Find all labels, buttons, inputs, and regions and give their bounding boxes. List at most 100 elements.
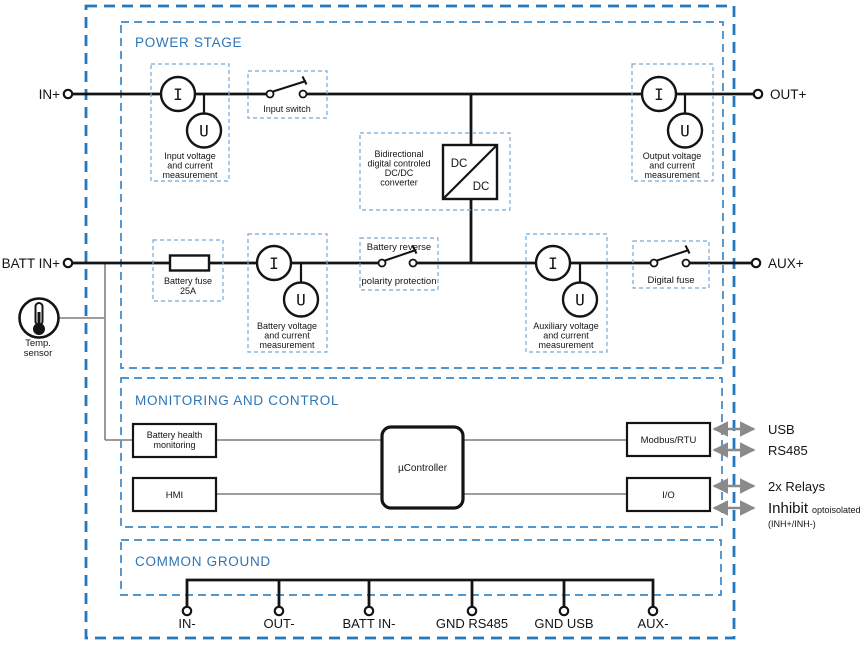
monitoring-title: MONITORING AND CONTROL	[135, 393, 339, 408]
auxiliary-current-symbol: I	[548, 254, 558, 273]
monitoring-box	[120, 377, 723, 528]
output-measurement-label-3: measurement	[644, 170, 700, 180]
out-plus-label: OUT+	[770, 87, 806, 102]
battery-health-block: Battery health monitoring	[131, 422, 218, 459]
battery-current-meter-icon	[255, 244, 293, 282]
dcdc-label-3: DC/DC	[385, 168, 414, 178]
aux-minus-terminal	[647, 605, 659, 617]
inhibit-label: Inhibit	[768, 500, 809, 517]
input-switch-contact-left	[265, 89, 275, 99]
gnd-usb-label: GND USB	[534, 616, 593, 631]
hmi-block: HMI	[131, 476, 218, 513]
hmi-label: HMI	[166, 490, 183, 501]
digital-fuse-contact-left	[649, 258, 659, 268]
auxiliary-measurement-label-1: Auxiliary voltage	[533, 321, 599, 331]
batt-in-minus-label: BATT IN-	[343, 616, 396, 631]
dcdc-dc-top-label: DC	[451, 158, 468, 170]
out-minus-terminal	[273, 605, 285, 617]
reverse-protection-group: Battery reverse polarity protection	[359, 237, 439, 291]
reverse-protection-box	[359, 237, 439, 291]
dcdc-label-1: Bidirectional	[374, 149, 423, 159]
input-voltage-symbol: U	[199, 122, 209, 141]
digital-fuse-label: Digital fuse	[648, 275, 695, 286]
in-plus-label: IN+	[39, 87, 61, 102]
temp-sensor-label-2: sensor	[24, 348, 53, 359]
gnd-rs485-label: GND RS485	[436, 616, 508, 631]
battery-health-box	[131, 422, 218, 459]
hmi-box	[131, 476, 218, 513]
batt-in-plus-terminal	[62, 257, 74, 269]
inhibit-pins-label: (INH+/INH-)	[768, 519, 816, 529]
io-box	[625, 476, 712, 513]
auxiliary-measurement-group: I U Auxiliary voltage and current measur…	[525, 233, 608, 353]
dcdc-converter-group: Bidirectional digital controled DC/DC co…	[359, 132, 511, 211]
common-ground-title: COMMON GROUND	[135, 554, 271, 569]
modbus-label: Modbus/RTU	[641, 435, 697, 446]
input-measurement-label-1: Input voltage	[164, 151, 216, 161]
temp-sensor-label-1: Temp.	[25, 338, 51, 349]
modbus-box	[625, 421, 712, 458]
dcdc-label-2: digital controled	[367, 159, 430, 169]
output-measurement-label-1: Output voltage	[643, 151, 702, 161]
batt-in-minus-terminal	[363, 605, 375, 617]
thermometer-bulb-icon	[33, 323, 45, 335]
common-ground-box	[120, 539, 722, 596]
inhibit-note-label: optoisolated	[812, 505, 861, 515]
reverse-protection-label-1: Battery reverse	[367, 242, 431, 253]
reverse-protection-contact-left	[377, 258, 387, 268]
gnd-usb-terminal	[558, 605, 570, 617]
dcdc-label-4: converter	[380, 178, 418, 188]
reverse-protection-contact-right	[408, 258, 418, 268]
aux-plus-terminal	[750, 257, 762, 269]
aux-minus-label: AUX-	[637, 616, 668, 631]
power-stage-box	[120, 21, 724, 369]
auxiliary-voltage-symbol: U	[575, 291, 585, 310]
battery-health-label-1: Battery health	[147, 430, 203, 440]
ground-bus	[185, 578, 655, 607]
digital-fuse-contact-right	[681, 258, 691, 268]
input-measurement-label-2: and current	[167, 161, 213, 171]
input-voltage-meter-icon	[185, 112, 223, 149]
digital-fuse-group: Digital fuse	[632, 240, 710, 289]
digital-fuse-box	[632, 240, 710, 289]
io-label: I/O	[662, 490, 675, 501]
reverse-protection-tick	[411, 245, 418, 254]
in-plus-terminal	[62, 88, 74, 100]
auxiliary-measurement-box	[525, 233, 608, 353]
reverse-protection-lever	[384, 249, 417, 262]
battery-measurement-label-3: measurement	[259, 340, 315, 350]
battery-measurement-group: I U Battery voltage and current measurem…	[247, 233, 328, 353]
dcdc-symbol-diagonal	[443, 145, 497, 199]
ucontroller-box	[380, 425, 465, 510]
battery-voltage-symbol: U	[296, 291, 306, 310]
io-block: I/O	[625, 476, 712, 513]
input-measurement-group: I U Input voltage and current measuremen…	[150, 63, 230, 182]
relays-label: 2x Relays	[768, 479, 826, 494]
input-switch-tick	[301, 76, 308, 85]
output-voltage-symbol: U	[680, 122, 690, 141]
auxiliary-measurement-label-3: measurement	[538, 340, 594, 350]
dcdc-dc-bottom-label: DC	[473, 181, 490, 193]
modbus-block: Modbus/RTU	[625, 421, 712, 458]
ucontroller-block: µController	[380, 425, 465, 510]
output-measurement-group: I U Output voltage and current measureme…	[631, 63, 714, 182]
output-current-symbol: I	[654, 85, 664, 104]
ucontroller-label: µController	[398, 463, 448, 474]
battery-measurement-label-2: and current	[264, 331, 310, 341]
aux-plus-label: AUX+	[768, 256, 804, 271]
battery-current-symbol: I	[269, 254, 279, 273]
input-switch-lever	[272, 80, 307, 93]
output-voltage-meter-icon	[666, 112, 704, 149]
battery-fuse-symbol	[168, 254, 211, 272]
output-measurement-box	[631, 63, 714, 182]
battery-fuse-label-2: 25A	[180, 286, 196, 296]
reverse-protection-label-2: polarity protection	[362, 276, 437, 287]
input-measurement-box	[150, 63, 230, 182]
battery-measurement-label-1: Battery voltage	[257, 321, 317, 331]
batt-in-plus-label: BATT IN+	[2, 256, 61, 271]
out-minus-label: OUT-	[263, 616, 294, 631]
usb-label: USB	[768, 422, 795, 437]
temp-sensor-group: Temp. sensor	[18, 297, 60, 359]
input-measurement-label-3: measurement	[162, 170, 218, 180]
